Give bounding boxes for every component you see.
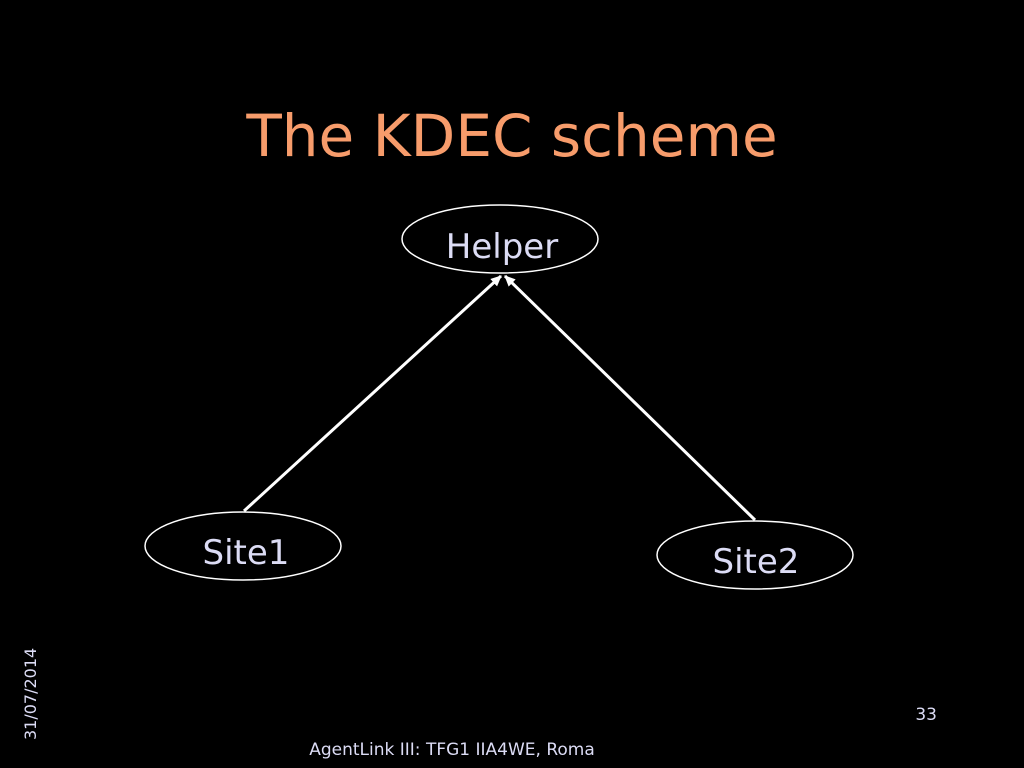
node-helper-label: Helper	[446, 227, 558, 267]
slide-title: The KDEC scheme	[246, 102, 778, 170]
node-site2-ellipse	[656, 520, 854, 590]
node-site1-ellipse	[144, 511, 342, 581]
node-site1: Site1	[144, 511, 342, 581]
edge-site2-to-helper	[503, 274, 757, 522]
node-site2: Site2	[656, 520, 854, 590]
node-site2-label: Site2	[713, 542, 800, 582]
slide-date: 31/07/2014	[21, 647, 40, 740]
slide-footer: AgentLink III: TFG1 IIA4WE, Roma	[309, 740, 595, 760]
node-site1-label: Site1	[203, 533, 290, 573]
node-helper: Helper	[401, 204, 599, 274]
edge-site1-to-helper	[242, 274, 503, 513]
slide-number: 33	[915, 705, 937, 725]
node-helper-ellipse	[401, 204, 599, 274]
